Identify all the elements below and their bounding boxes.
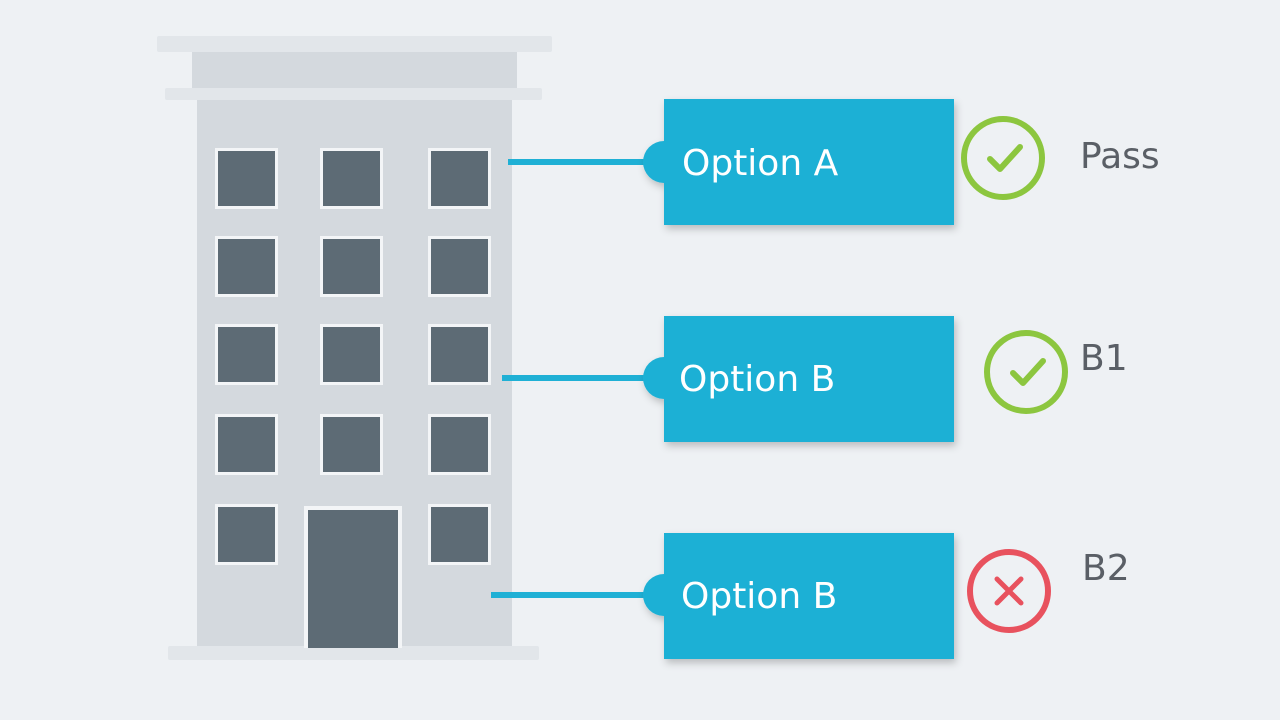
window bbox=[218, 417, 275, 472]
window bbox=[431, 327, 488, 382]
building-illustration bbox=[157, 36, 552, 660]
window bbox=[431, 417, 488, 472]
result-label: Pass bbox=[1080, 136, 1160, 177]
building-door bbox=[308, 510, 398, 648]
check-circle-icon bbox=[984, 330, 1068, 414]
option-box bbox=[643, 99, 954, 225]
window bbox=[431, 507, 488, 562]
window bbox=[323, 151, 380, 206]
option-label: Option B bbox=[681, 576, 837, 617]
window bbox=[323, 417, 380, 472]
option-row-b1: Option B B1 bbox=[502, 316, 1128, 442]
window bbox=[431, 151, 488, 206]
check-circle-icon bbox=[961, 116, 1045, 200]
window bbox=[323, 239, 380, 294]
building-roof-top bbox=[157, 36, 552, 52]
building-roof-block bbox=[192, 52, 517, 88]
option-label: Option B bbox=[679, 359, 835, 400]
option-label: Option A bbox=[682, 143, 839, 184]
option-row-b2: Option B B2 bbox=[491, 533, 1130, 659]
building-roof-ledge bbox=[165, 88, 542, 100]
window bbox=[431, 239, 488, 294]
building-base bbox=[168, 646, 539, 660]
building-windows bbox=[215, 148, 491, 565]
window bbox=[218, 239, 275, 294]
window bbox=[218, 151, 275, 206]
result-label: B2 bbox=[1082, 548, 1130, 589]
result-label: B1 bbox=[1080, 338, 1128, 379]
window bbox=[218, 507, 275, 562]
window bbox=[323, 327, 380, 382]
option-row-a: Option A Pass bbox=[508, 99, 1160, 225]
option-box bbox=[643, 533, 954, 659]
x-circle-icon bbox=[967, 549, 1051, 633]
window bbox=[218, 327, 275, 382]
option-box bbox=[643, 316, 954, 442]
